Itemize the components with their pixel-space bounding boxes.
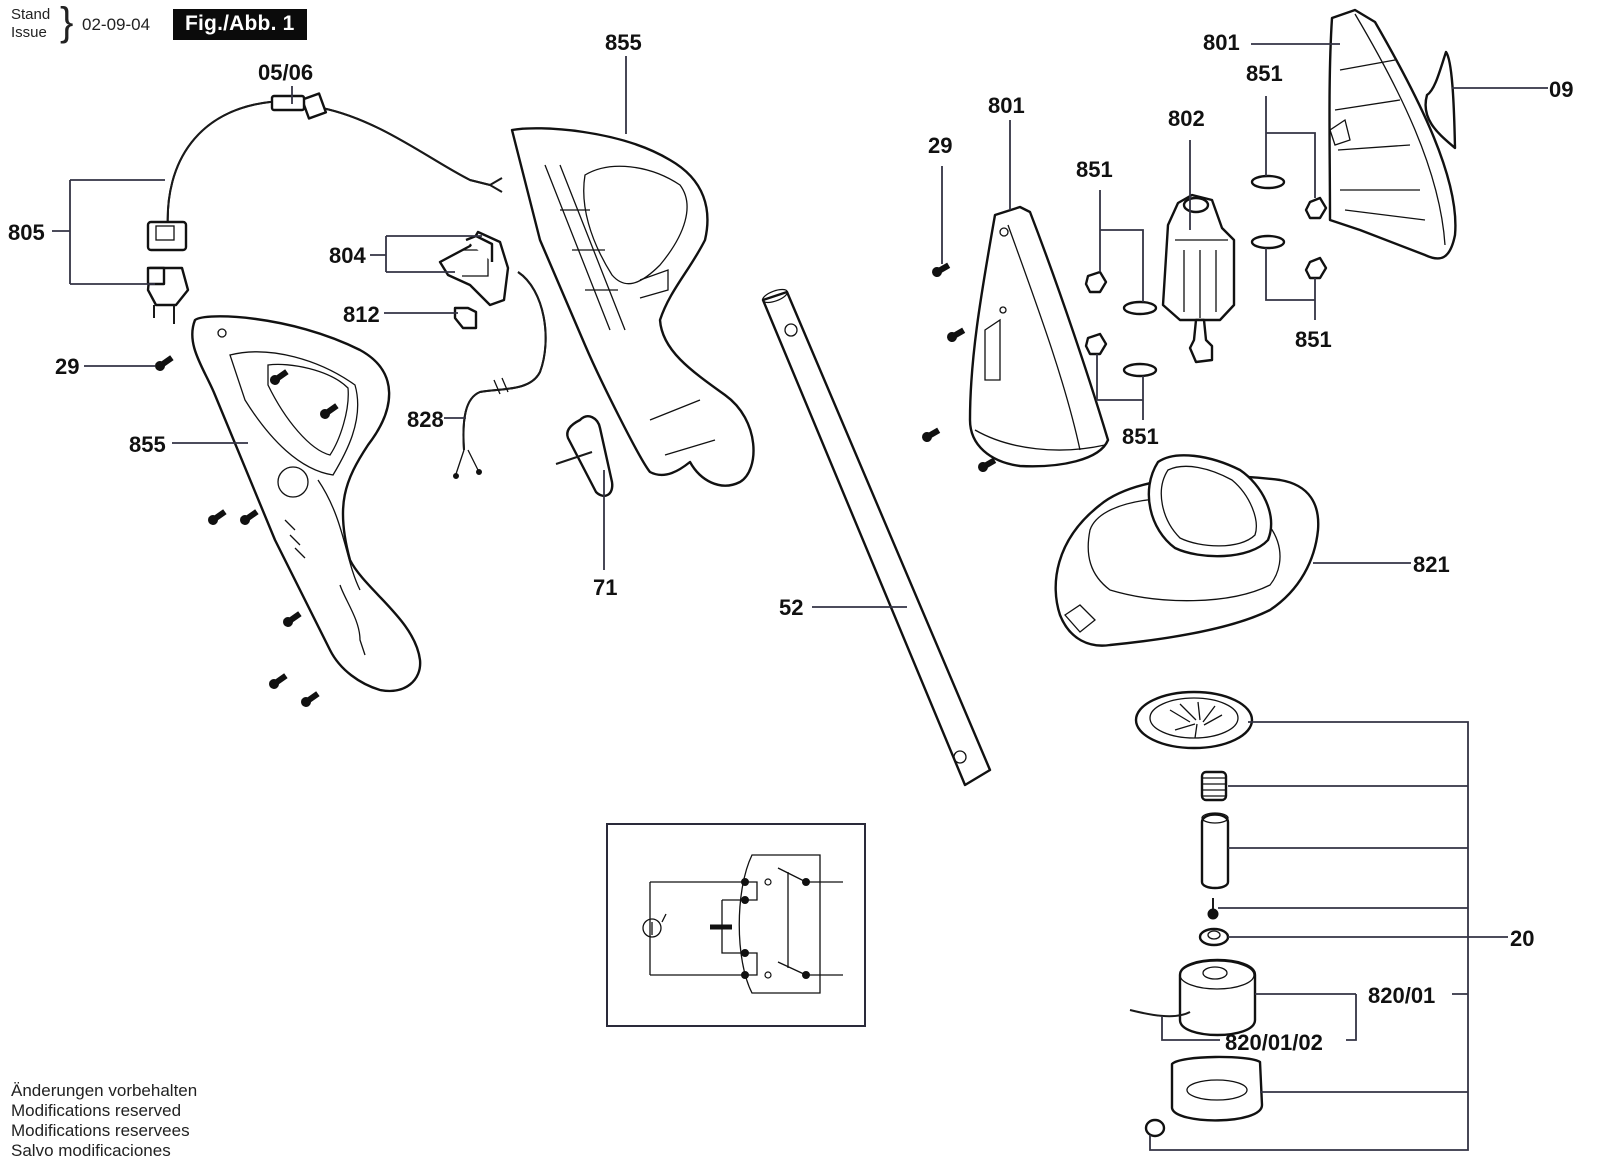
leader-851-a [1099,190,1144,302]
issue-label: Issue [11,24,47,41]
callout-71: 71 [593,575,618,600]
leader-805 [52,179,165,285]
callout-801-mid: 801 [988,93,1025,118]
switch-part [438,230,510,307]
plug-part [146,220,190,324]
callout-855-left: 855 [129,432,166,457]
callout-855-top: 855 [605,30,642,55]
callout-29-right: 29 [928,133,953,158]
screw-group-middle [922,166,997,472]
leader-851-b [1265,96,1316,198]
callout-851-a: 851 [1076,157,1113,182]
leader-820-01 [1255,993,1357,1041]
brace-icon: } [60,0,74,44]
leader-851-d [1265,248,1316,320]
damping-elements-right [1250,174,1328,280]
wiring-diagram [606,823,866,1027]
figure-badge: Fig./Abb. 1 [173,9,307,40]
callout-851-b: 851 [1246,61,1283,86]
callout-801-top: 801 [1203,30,1240,55]
switch-lever-part [555,415,614,497]
leader-804 [370,235,482,273]
screw-group-left [155,355,339,707]
footer-line-en: Modifications reserved [11,1101,182,1120]
footer-disclaimer: Änderungen vorbehalten Modifications res… [11,1081,197,1161]
leader-851-c [1096,354,1144,420]
callout-805: 805 [8,220,45,245]
stand-label: Stand [11,6,51,23]
callout-828: 828 [407,407,444,432]
protective-guard-part [1054,454,1320,647]
callout-851-c: 851 [1122,424,1159,449]
shaft-tube-part [761,288,992,787]
mains-cable-part [166,92,503,231]
left-handle-housing-part [191,315,422,693]
issue-date: 02-09-04 [82,15,151,34]
callout-820-01-02: 820/01/02 [1225,1030,1323,1055]
callout-29-left: 29 [55,354,80,379]
connecting-cable-part [453,271,547,479]
callout-820-01: 820/01 [1368,983,1436,1008]
footer-line-fr: Modifications reservees [11,1121,190,1140]
leader-820-01-02 [1161,1016,1220,1041]
callout-851-d: 851 [1295,327,1332,352]
callout-05-06: 05/06 [258,60,314,85]
motor-housing-left-part [968,205,1110,468]
footer-line-de: Änderungen vorbehalten [11,1081,198,1100]
motor-part [1161,193,1236,364]
callout-812: 812 [343,302,380,327]
callout-804: 804 [329,243,366,268]
motor-housing-right-part [1328,8,1457,260]
footer-line-es: Salvo modificaciones [11,1141,171,1160]
right-handle-housing-part [510,127,755,487]
callout-821: 821 [1413,552,1450,577]
leader-20-bracket [1149,721,1508,1151]
callout-20: 20 [1510,926,1535,951]
switch-contact-part [453,306,478,330]
spool-assembly-parts [1129,690,1264,1138]
callout-09: 09 [1549,77,1574,102]
callout-52: 52 [779,595,804,620]
callout-802: 802 [1168,106,1205,131]
nameplate-part [1424,50,1457,150]
